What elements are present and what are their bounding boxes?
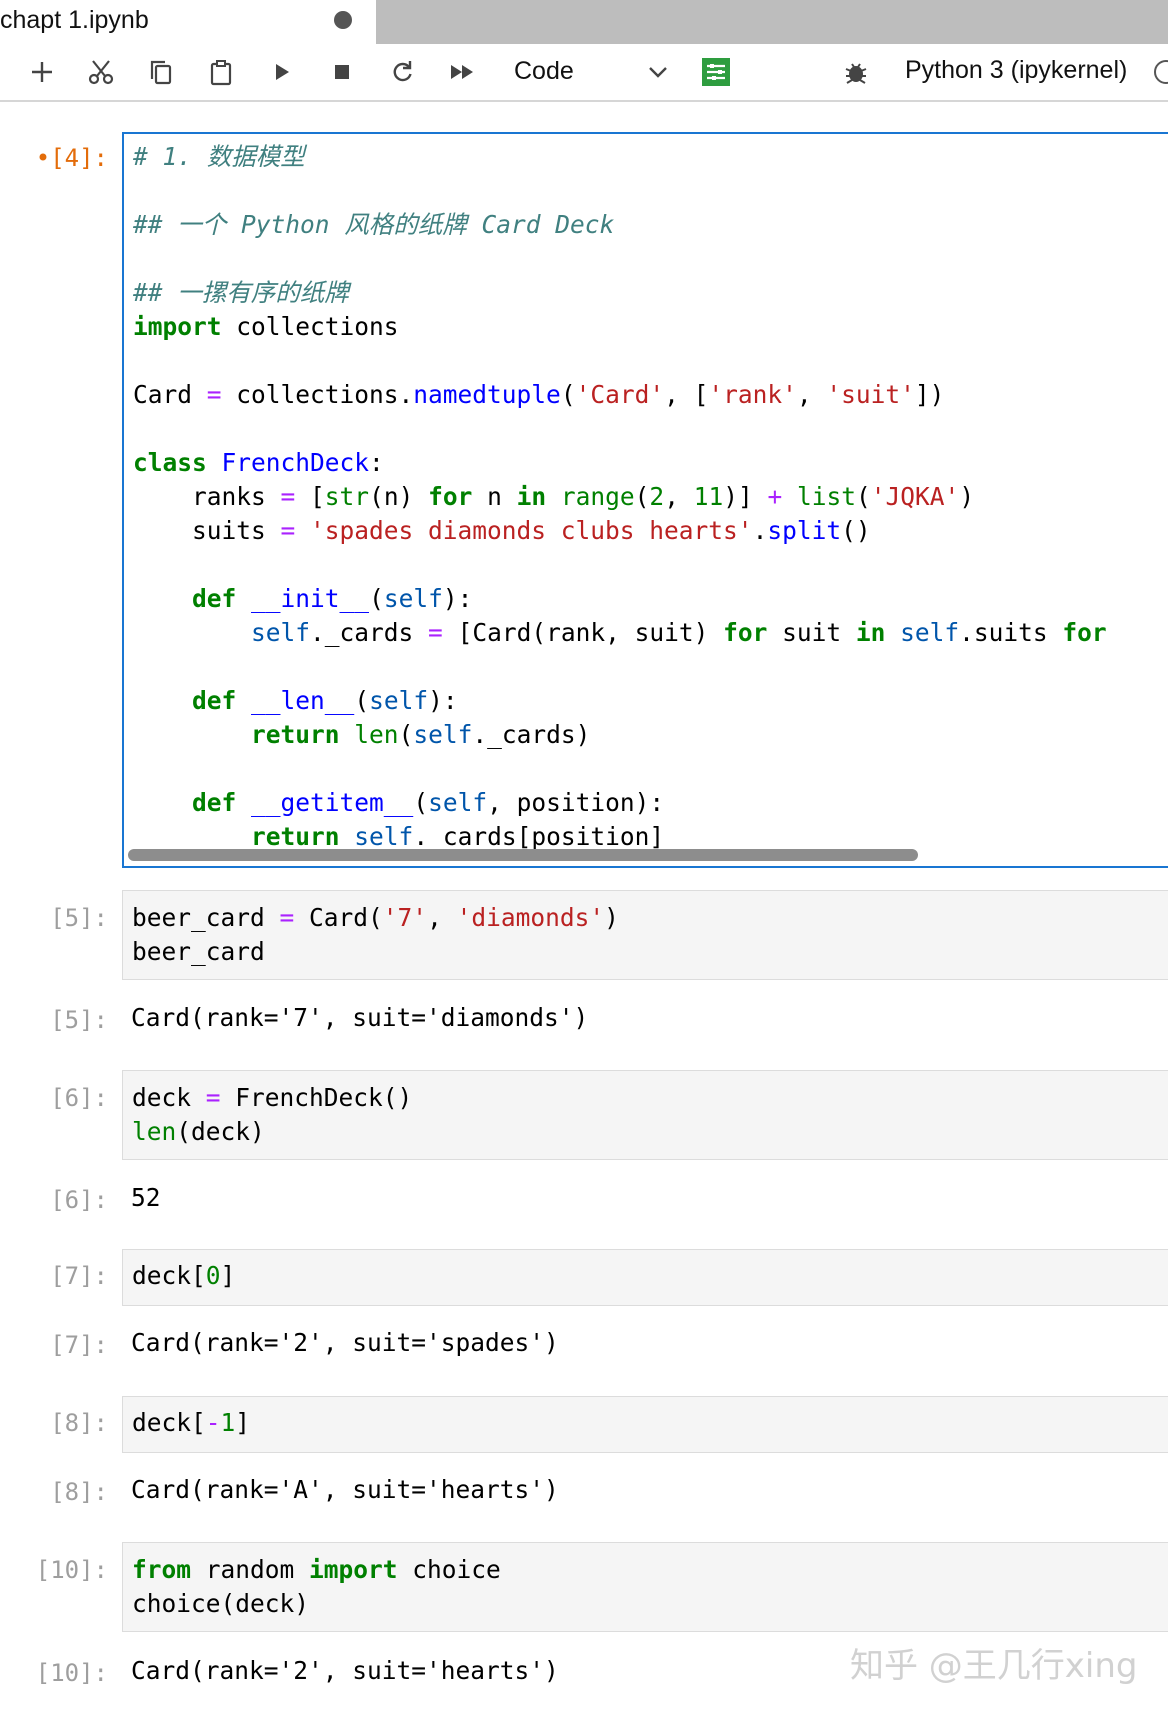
plus-icon: [32, 62, 52, 82]
cell-editor[interactable]: deck = FrenchDeck() len(deck): [122, 1070, 1168, 1160]
code-line: import collections: [133, 312, 399, 341]
add-cell-button[interactable]: [24, 54, 60, 90]
copy-button[interactable]: [143, 54, 179, 90]
cell-editor[interactable]: deck[-1]: [122, 1396, 1168, 1453]
cell-type-label: Code: [514, 57, 574, 85]
cell-output: Card(rank='7', suit='diamonds'): [131, 1003, 589, 1032]
stop-icon: [335, 65, 349, 79]
kernel-status-icon: [1154, 60, 1168, 84]
tab-bar: chapt 1.ipynb: [0, 0, 1168, 44]
code-line: ## 一个 Python 风格的纸牌 Card Deck: [133, 210, 615, 239]
code-line: self._cards = [Card(rank, suit) for suit…: [251, 618, 1107, 647]
unsaved-dot-icon[interactable]: [334, 11, 352, 29]
chevron-down-icon: [649, 67, 667, 78]
code-line: deck[-1]: [132, 1408, 251, 1437]
kernel-name[interactable]: Python 3 (ipykernel): [905, 56, 1128, 84]
notebook-toolbar: Code Python 3 (ipykernel): [0, 44, 1168, 102]
output-prompt: [6]:: [50, 1186, 108, 1214]
code-line: beer_card: [132, 937, 265, 966]
code-line: ranks = [str(n) for n in range(2, 11)] +…: [133, 482, 975, 511]
bug-icon: [845, 63, 867, 84]
code-line: class FrenchDeck:: [133, 448, 384, 477]
copy-icon: [150, 60, 172, 85]
code-line: def __len__(self):: [192, 686, 458, 715]
code-line: beer_card = Card('7', 'diamonds'): [132, 903, 619, 932]
cut-button[interactable]: [83, 54, 119, 90]
output-prompt: [5]:: [50, 1006, 108, 1034]
code-line: Card = collections.namedtuple('Card', ['…: [133, 380, 945, 409]
output-prompt: [10]:: [35, 1659, 108, 1687]
restart-icon: [393, 61, 412, 82]
run-icon: [276, 64, 289, 80]
code-line: return len(self._cards): [251, 720, 591, 749]
code-line: suits = 'spades diamonds clubs hearts'.s…: [133, 516, 871, 545]
cell-prompt: [5]:: [50, 904, 108, 932]
debugger-button[interactable]: [838, 54, 874, 90]
cell-prompt: [8]:: [50, 1409, 108, 1437]
code-line: return self._cards[position]: [251, 822, 665, 851]
watermark: 知乎 @王几行xing: [850, 1646, 1138, 1686]
code-line: deck[0]: [132, 1261, 236, 1290]
scissors-icon: [88, 60, 114, 85]
horizontal-scrollbar[interactable]: [128, 849, 918, 861]
code-line: deck = FrenchDeck(): [132, 1083, 413, 1112]
cell-prompt: [7]:: [50, 1262, 108, 1290]
interrupt-button[interactable]: [324, 54, 360, 90]
code-line: # 1. 数据模型: [133, 142, 305, 171]
cell-editor[interactable]: # 1. 数据模型 ## 一个 Python 风格的纸牌 Card Deck #…: [122, 132, 1168, 868]
code-line: from random import choice: [132, 1555, 501, 1584]
cell-prompt: •[4]:: [35, 144, 108, 172]
run-cell-button[interactable]: [264, 54, 300, 90]
code-line: choice(deck): [132, 1589, 310, 1618]
property-inspector-button[interactable]: [698, 54, 734, 90]
output-prompt: [7]:: [50, 1331, 108, 1359]
output-prompt: [8]:: [50, 1478, 108, 1506]
cell-output: Card(rank='A', suit='hearts'): [131, 1475, 559, 1504]
cell-prompt: [6]:: [50, 1084, 108, 1112]
cell-editor[interactable]: deck[0]: [122, 1249, 1168, 1306]
property-inspector-icon: [702, 58, 730, 86]
cell-output: Card(rank='2', suit='hearts'): [131, 1656, 559, 1685]
restart-run-all-button[interactable]: [444, 54, 480, 90]
paste-button[interactable]: [203, 54, 239, 90]
cell-output: Card(rank='2', suit='spades'): [131, 1328, 559, 1357]
tab-title: chapt 1.ipynb: [0, 6, 149, 34]
code-line: len(deck): [132, 1117, 265, 1146]
paste-icon: [210, 60, 232, 86]
code-line: ## 一摞有序的纸牌: [133, 278, 349, 307]
code-line: def __getitem__(self, position):: [192, 788, 665, 817]
restart-kernel-button[interactable]: [384, 54, 420, 90]
cell-editor[interactable]: beer_card = Card('7', 'diamonds') beer_c…: [122, 890, 1168, 980]
fast-forward-icon: [451, 65, 473, 79]
code-line: def __init__(self):: [192, 584, 473, 613]
cell-editor[interactable]: from random import choice choice(deck): [122, 1542, 1168, 1632]
cell-output: 52: [131, 1183, 161, 1212]
cell-type-dropdown[interactable]: Code: [512, 52, 702, 92]
cell-prompt: [10]:: [35, 1556, 108, 1584]
notebook-tab[interactable]: chapt 1.ipynb: [0, 0, 376, 44]
